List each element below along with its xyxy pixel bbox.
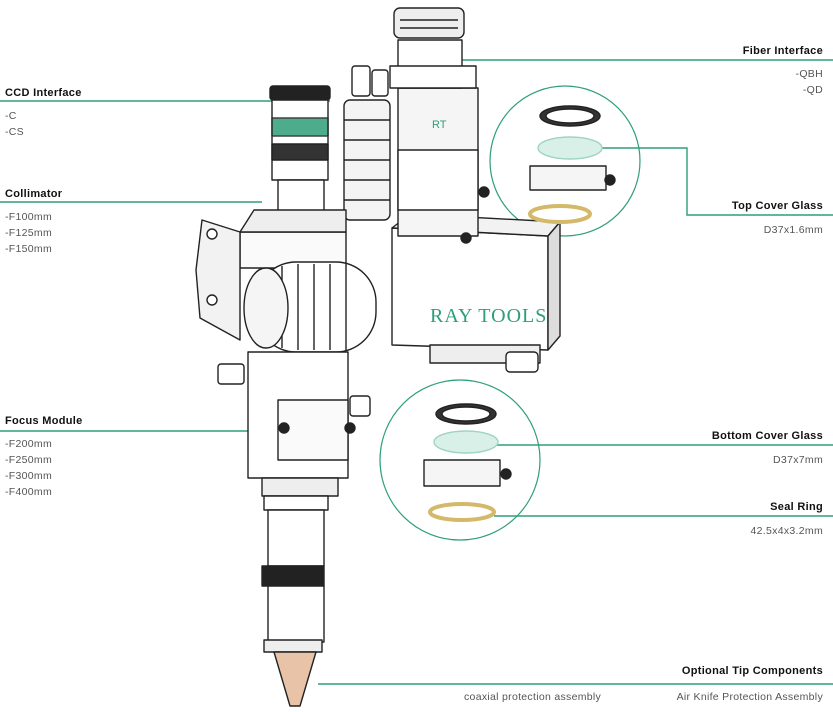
main-body-side bbox=[547, 221, 561, 351]
ccd-top-ring bbox=[269, 85, 331, 101]
ccd-interface-title: CCD Interface bbox=[5, 87, 82, 99]
top-cover-glass-spec: D37x1.6mm bbox=[763, 224, 823, 236]
collimator-option: -F100mm bbox=[5, 211, 53, 223]
tip-item-coaxial: coaxial protection assembly bbox=[464, 691, 602, 703]
top-cover-glass bbox=[537, 136, 603, 160]
nozzle-tip bbox=[273, 651, 317, 707]
nozzle-tube-upper bbox=[267, 509, 325, 567]
bottom-cover-glass bbox=[433, 430, 499, 454]
bottom-cover-glass-title: Bottom Cover Glass bbox=[711, 430, 823, 442]
ccd-band-dark bbox=[271, 143, 329, 161]
focus-option: -F400mm bbox=[5, 486, 53, 498]
bottom-seal-ring bbox=[428, 502, 496, 522]
focus-fitting-left bbox=[217, 363, 245, 385]
bottom-holder bbox=[423, 459, 501, 487]
side-fitting-2 bbox=[371, 69, 389, 97]
top-cover-glass-title: Top Cover Glass bbox=[731, 200, 823, 212]
brand-logo-text: RAY TOOLS bbox=[430, 305, 547, 327]
focus-options: -F200mm -F250mm -F300mm -F400mm bbox=[5, 436, 52, 500]
focus-option: -F250mm bbox=[5, 454, 53, 466]
bottom-cover-glass-spec: D37x7mm bbox=[773, 454, 823, 466]
focus-front-panel bbox=[277, 399, 349, 461]
focus-option: -F300mm bbox=[5, 470, 53, 482]
fiber-block-front bbox=[397, 149, 479, 211]
fiber-option: -QD bbox=[802, 84, 823, 96]
top-cover-callout-line bbox=[578, 147, 833, 216]
nozzle-ring bbox=[261, 565, 325, 587]
ccd-options: -C -CS bbox=[5, 108, 24, 140]
ccd-option: -C bbox=[5, 110, 17, 122]
left-bracket bbox=[195, 219, 241, 341]
nozzle-tip-collar bbox=[263, 639, 323, 653]
tip-item-air-knife: Air Knife Protection Assembly bbox=[676, 691, 823, 703]
focus-module-title: Focus Module bbox=[5, 415, 83, 427]
optional-tip-title: Optional Tip Components bbox=[681, 665, 823, 677]
ccd-lens-body bbox=[271, 95, 329, 181]
collimator-option: -F150mm bbox=[5, 243, 53, 255]
fiber-connector-cap bbox=[393, 7, 465, 39]
fiber-collar bbox=[389, 65, 477, 89]
fiber-option: -QBH bbox=[795, 68, 823, 80]
top-cover-zoom-circle bbox=[489, 85, 641, 237]
main-body-block bbox=[391, 227, 549, 351]
nozzle-tube-lower bbox=[267, 585, 325, 643]
top-holder bbox=[529, 165, 607, 191]
seal-ring-spec: 42.5x4x3.2mm bbox=[750, 525, 823, 537]
seal-ring-title: Seal Ring bbox=[770, 501, 823, 513]
elbow-fitting-bottom bbox=[505, 351, 539, 373]
focus-option: -F200mm bbox=[5, 438, 53, 450]
collimator-option: -F125mm bbox=[5, 227, 53, 239]
focus-bottom bbox=[261, 477, 339, 497]
focus-fitting-right bbox=[349, 395, 371, 417]
side-fitting-1 bbox=[351, 65, 371, 97]
fiber-block-logo: RT bbox=[432, 119, 447, 131]
collimator-options: -F100mm -F125mm -F150mm bbox=[5, 209, 52, 257]
bottom-cover-zoom-circle bbox=[379, 379, 541, 541]
fiber-options: -QBH -QD bbox=[796, 66, 823, 98]
collimator-top bbox=[239, 209, 347, 233]
nozzle-collar bbox=[263, 495, 329, 511]
callout-lines bbox=[0, 59, 833, 685]
top-seal-ring bbox=[528, 204, 592, 224]
ccd-option: -CS bbox=[5, 126, 24, 138]
ccd-lower bbox=[277, 179, 325, 215]
fiber-interface-title: Fiber Interface bbox=[742, 45, 823, 57]
ccd-band bbox=[271, 117, 329, 137]
collimator-title: Collimator bbox=[5, 188, 63, 200]
housing-end-cap bbox=[243, 267, 289, 349]
